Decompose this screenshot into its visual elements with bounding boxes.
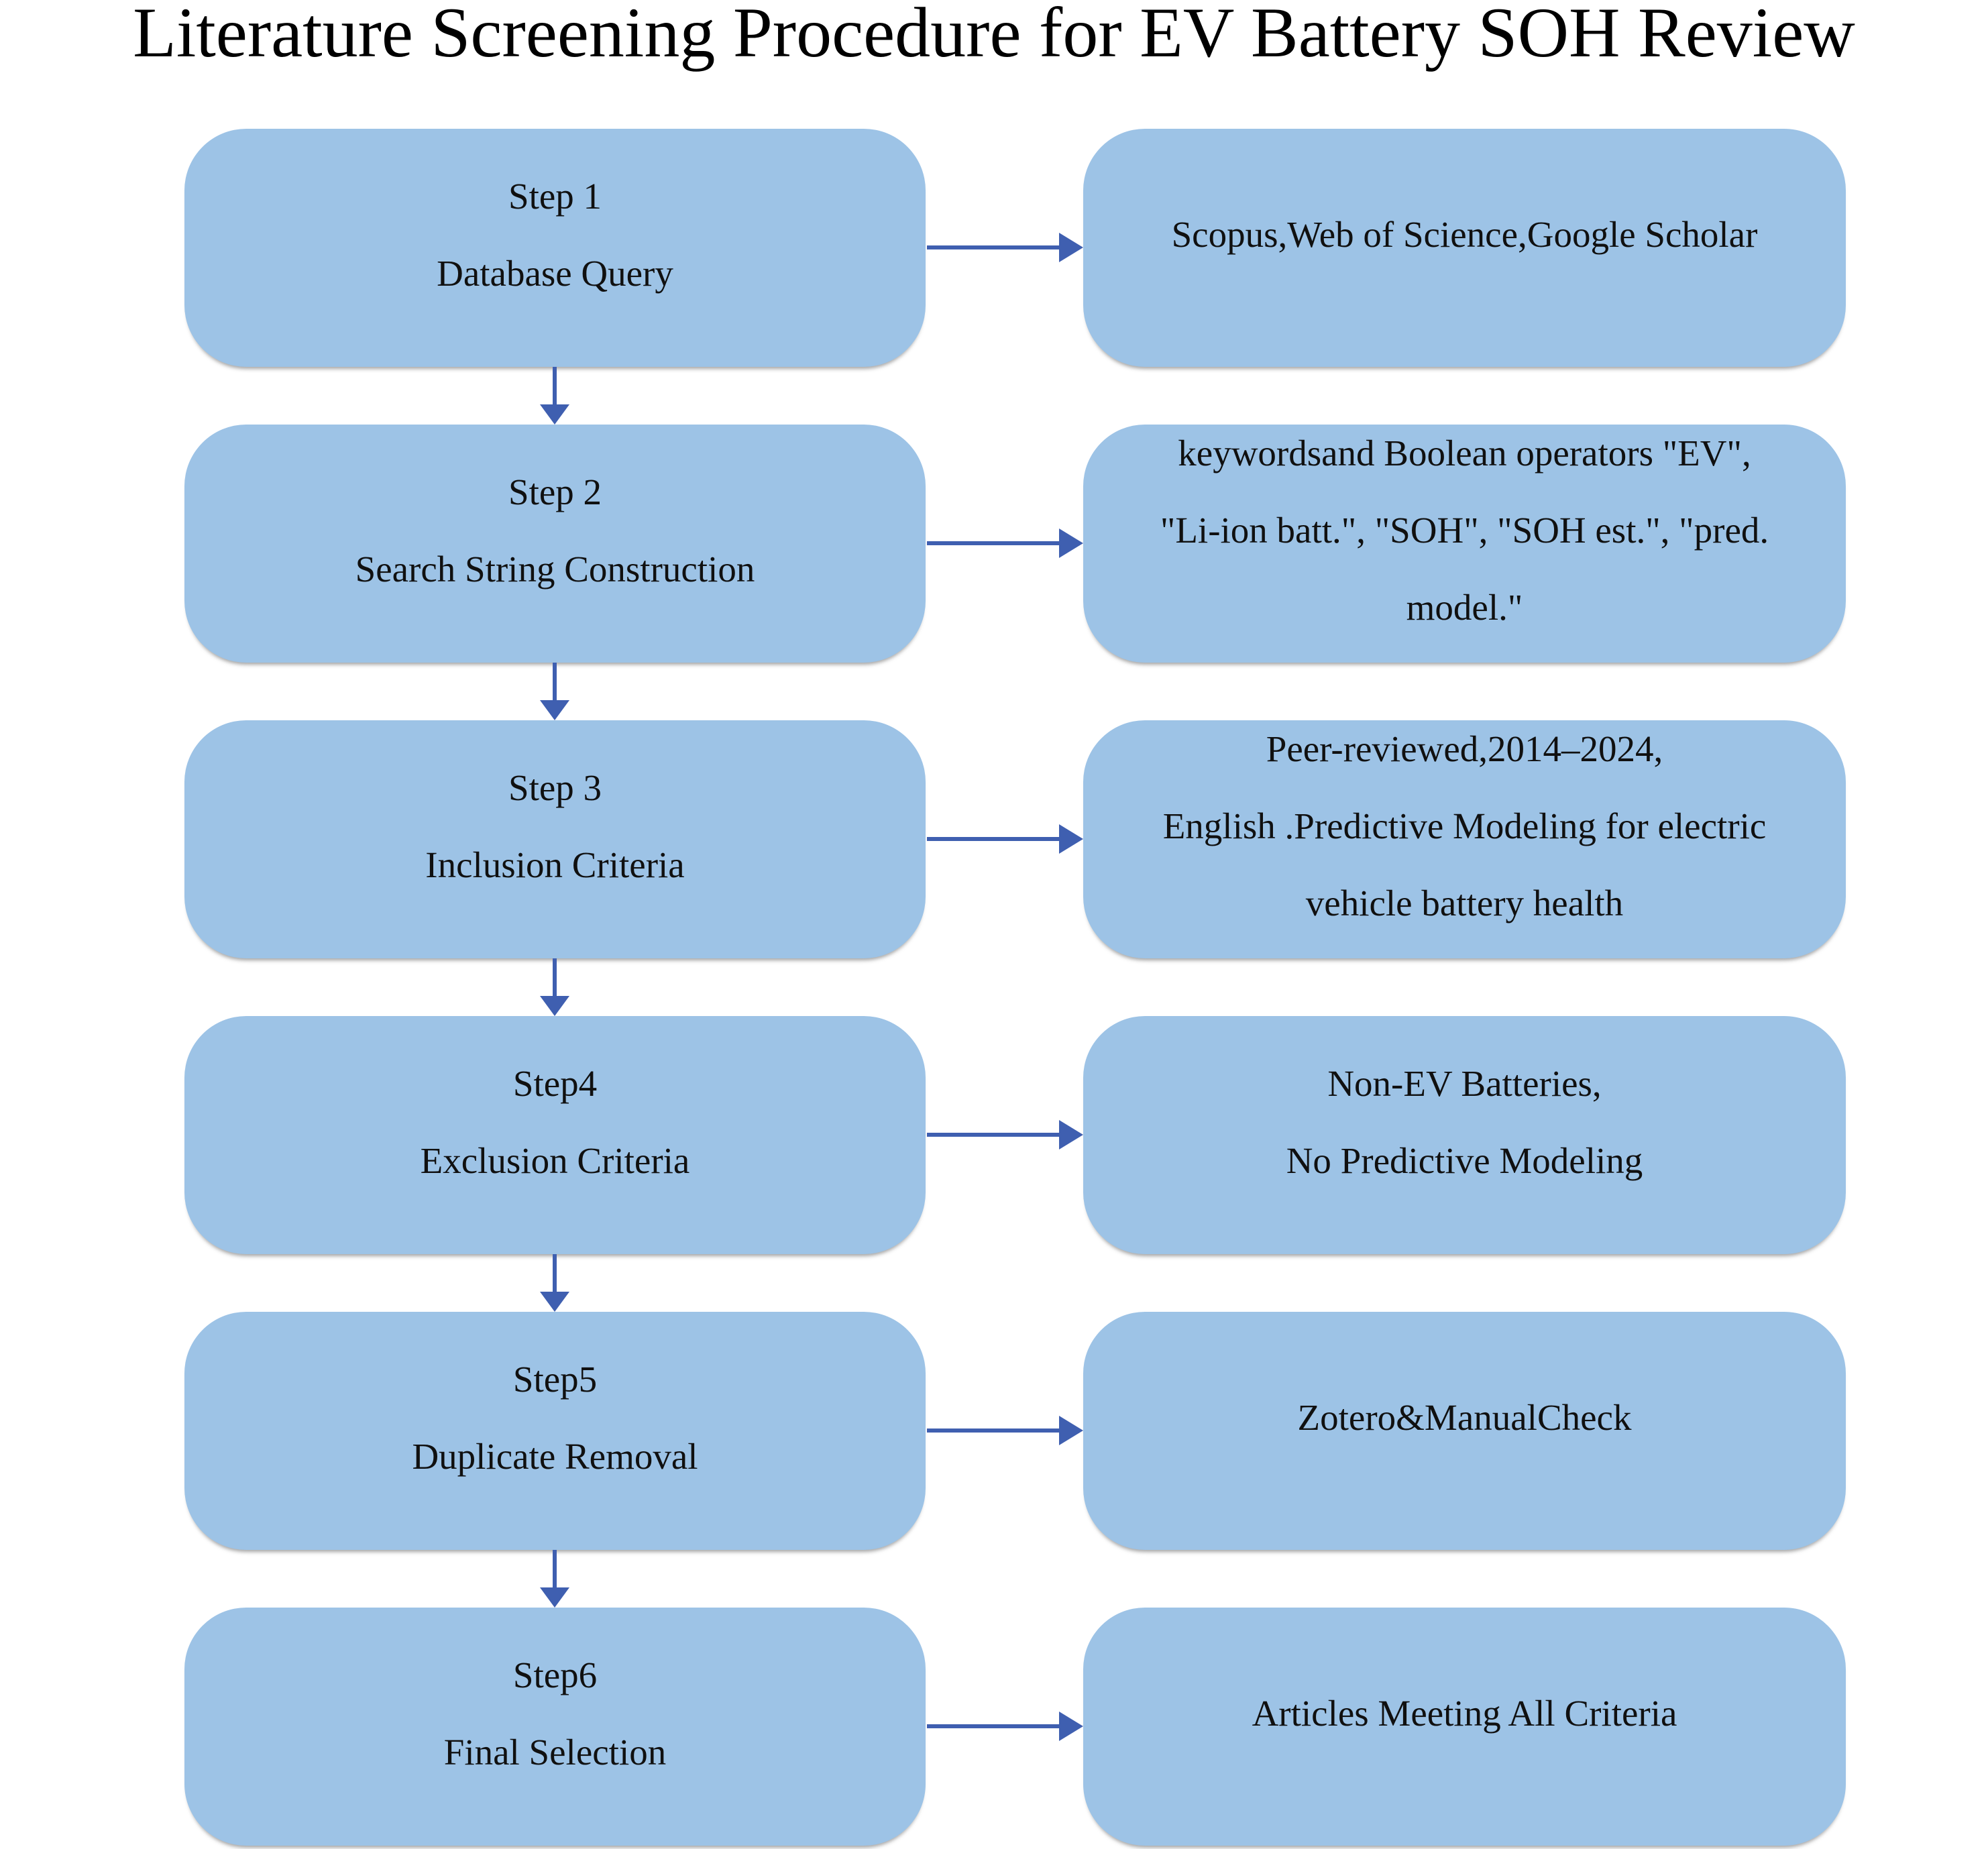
arrow-shaft	[927, 1133, 1059, 1137]
arrow-head	[540, 996, 569, 1016]
step-number: Step4	[512, 1062, 598, 1104]
arrow-head	[1059, 233, 1083, 262]
detail-text: Scopus,Web of Science,Google Scholar	[1171, 214, 1758, 255]
flow-row: Step6 Final Selection Articles Meeting A…	[0, 1608, 1988, 1846]
detail-text: English .Predictive Modeling for electri…	[1162, 805, 1767, 846]
step-number: Step5	[512, 1358, 598, 1400]
detail-text: model."	[1406, 587, 1523, 628]
arrow-shaft	[927, 837, 1059, 841]
detail-text: Articles Meeting All Criteria	[1252, 1693, 1677, 1734]
detail-box: Non-EV Batteries, No Predictive Modeling	[1083, 1016, 1846, 1254]
step-box: Step6 Final Selection	[184, 1608, 926, 1846]
arrow-shaft	[553, 1550, 557, 1587]
detail-box: Articles Meeting All Criteria	[1083, 1608, 1846, 1846]
step-number: Step 2	[508, 471, 602, 512]
arrow-shaft	[553, 663, 557, 700]
arrow-down-icon	[540, 1254, 569, 1312]
arrow-right-icon	[927, 1120, 1083, 1150]
detail-box: Scopus,Web of Science,Google Scholar	[1083, 129, 1846, 367]
arrow-shaft	[553, 1254, 557, 1292]
arrow-head	[1059, 528, 1083, 558]
detail-text: "Li-ion batt.", "SOH", "SOH est.", "pred…	[1160, 510, 1769, 551]
arrow-shaft	[553, 958, 557, 996]
arrow-down-icon	[540, 367, 569, 425]
detail-box: Peer-reviewed,2014–2024, English .Predic…	[1083, 720, 1846, 958]
diagram-title: Literature Screening Procedure for EV Ba…	[133, 0, 1855, 72]
arrow-head	[1059, 1712, 1083, 1741]
detail-box: Zotero&ManualCheck	[1083, 1312, 1846, 1550]
arrow-head	[540, 1292, 569, 1312]
arrow-head	[1059, 1416, 1083, 1445]
arrow-shaft	[927, 245, 1059, 249]
step-title: Search String Construction	[355, 548, 755, 590]
step-box: Step 3 Inclusion Criteria	[184, 720, 926, 958]
detail-text: No Predictive Modeling	[1286, 1139, 1643, 1181]
arrow-right-icon	[927, 233, 1083, 262]
arrow-shaft	[927, 541, 1059, 545]
step-number: Step 1	[508, 175, 602, 217]
step-box: Step4 Exclusion Criteria	[184, 1016, 926, 1254]
arrow-down-icon	[540, 1550, 569, 1608]
step-number: Step 3	[508, 767, 602, 808]
arrow-right-icon	[927, 824, 1083, 854]
arrow-shaft	[553, 367, 557, 404]
step-title: Database Query	[437, 252, 673, 294]
step-box: Step5 Duplicate Removal	[184, 1312, 926, 1550]
detail-text: vehicle battery health	[1305, 883, 1624, 923]
arrow-right-icon	[927, 1712, 1083, 1741]
step-box: Step 2 Search String Construction	[184, 425, 926, 663]
step-title: Exclusion Criteria	[420, 1139, 690, 1181]
step-title: Inclusion Criteria	[425, 844, 685, 885]
arrow-head	[1059, 824, 1083, 854]
arrow-head	[540, 1587, 569, 1608]
flow-row: Step 2 Search String Construction keywor…	[0, 425, 1988, 720]
detail-text: Peer-reviewed,2014–2024,	[1266, 728, 1663, 769]
flow-row: Step 3 Inclusion Criteria Peer-reviewed,…	[0, 720, 1988, 1016]
arrow-right-icon	[927, 1416, 1083, 1445]
flow-row: Step4 Exclusion Criteria Non-EV Batterie…	[0, 1016, 1988, 1312]
flow-row: Step 1 Database Query Scopus,Web of Scie…	[0, 129, 1988, 425]
flow-row: Step5 Duplicate Removal Zotero&ManualChe…	[0, 1312, 1988, 1608]
arrow-head	[540, 404, 569, 425]
detail-text: keywordsand Boolean operators "EV",	[1178, 433, 1751, 473]
detail-text: Zotero&ManualCheck	[1297, 1397, 1632, 1438]
arrow-down-icon	[540, 663, 569, 720]
arrow-right-icon	[927, 528, 1083, 558]
arrow-shaft	[927, 1428, 1059, 1433]
arrow-down-icon	[540, 958, 569, 1016]
detail-box: keywordsand Boolean operators "EV", "Li-…	[1083, 425, 1846, 663]
step-title: Final Selection	[443, 1731, 667, 1773]
step-number: Step6	[512, 1654, 598, 1695]
arrow-head	[1059, 1120, 1083, 1150]
detail-text: Non-EV Batteries,	[1327, 1062, 1602, 1104]
arrow-head	[540, 700, 569, 720]
arrow-shaft	[927, 1724, 1059, 1728]
step-box: Step 1 Database Query	[184, 129, 926, 367]
step-title: Duplicate Removal	[412, 1435, 698, 1477]
